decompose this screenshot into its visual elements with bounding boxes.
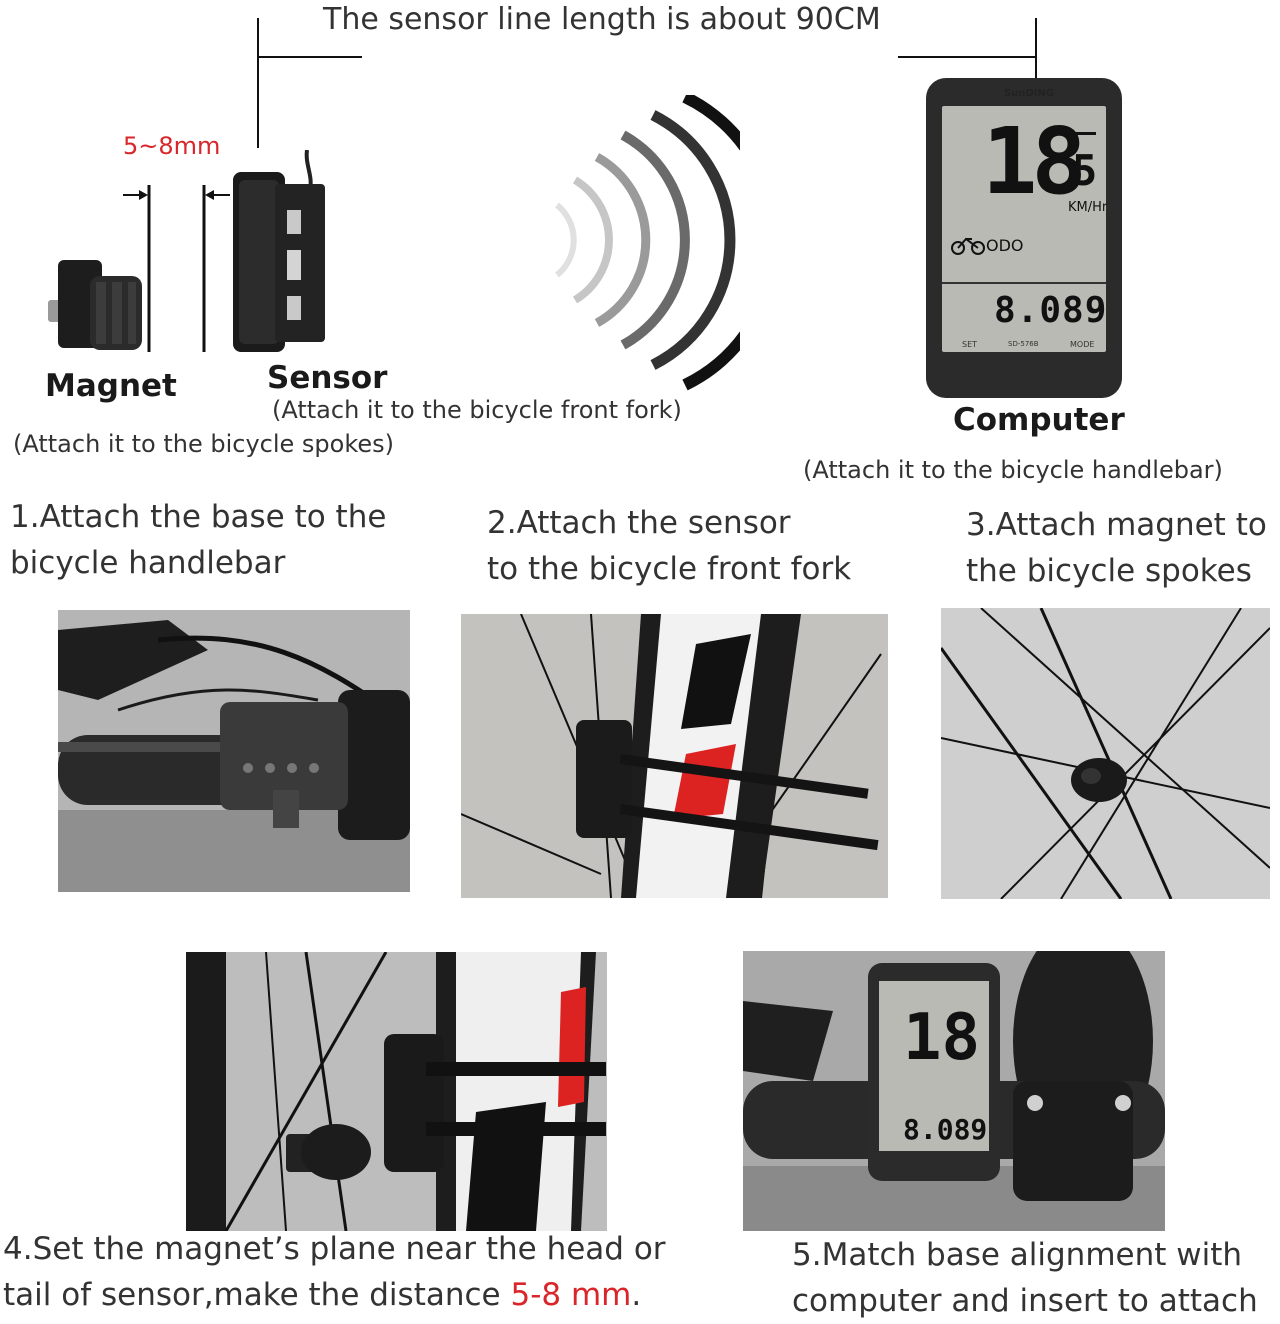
step-3-line-1: 3.Attach magnet to [966, 507, 1267, 543]
sensor-note: (Attach it to the bicycle front fork) [272, 396, 682, 424]
set-button-label: SET [962, 340, 978, 349]
odometer-digits: 8.089 [994, 290, 1108, 331]
lcd-screen: 18 5 KM/Hr ODO 8.089 SET SD-576B MODE [942, 106, 1108, 352]
step-4-photo [186, 952, 607, 1231]
step-4-line-1: 4.Set the magnet’s plane near the head o… [3, 1231, 666, 1267]
sensor-label: Sensor [267, 360, 388, 396]
magnet-image [48, 260, 142, 350]
step-2-photo [461, 614, 888, 898]
mode-readout: ODO [986, 236, 1024, 255]
step-1-line-1: 1.Attach the base to the [10, 499, 387, 535]
step-5-line-2: computer and insert to attach [792, 1283, 1258, 1319]
step-4-line-2-end: . [631, 1277, 642, 1313]
speed-dash [1068, 132, 1096, 135]
lcd-divider [942, 282, 1106, 284]
magnet-note: (Attach it to the bicycle spokes) [13, 430, 395, 458]
length-dimension-lines [123, 18, 1037, 352]
magnet-label: Magnet [45, 368, 177, 404]
computer-note: (Attach it to the bicycle handlebar) [803, 456, 1223, 484]
fork-sensor-illustration [461, 614, 888, 898]
step-5-photo: 18 8.089 [743, 951, 1165, 1231]
computer-mounted-illustration: 18 8.089 [743, 951, 1165, 1231]
step-5-caption: 5.Match base alignment with computer and… [792, 1232, 1258, 1324]
bike-icon [951, 237, 985, 255]
step-1-line-2: bicycle handlebar [10, 545, 286, 581]
step-2-line-2: to the bicycle front fork [487, 551, 852, 587]
step-3-photo [941, 608, 1270, 899]
magnet-sensor-distance-illustration [186, 952, 607, 1231]
device-brand: SunDING [1004, 88, 1055, 99]
step-4-caption: 4.Set the magnet’s plane near the head o… [3, 1226, 666, 1318]
step-4-distance-highlight: 5-8 mm [510, 1277, 632, 1313]
sensor-image [233, 150, 325, 352]
step-5-line-1: 5.Match base alignment with [792, 1237, 1243, 1273]
step-3-caption: 3.Attach magnet to the bicycle spokes [966, 502, 1267, 594]
step-1-caption: 1.Attach the base to the bicycle handleb… [10, 494, 386, 586]
step-2-caption: 2.Attach the sensor to the bicycle front… [487, 500, 851, 592]
step-4-line-2: tail of sensor,make the distance 5-8 mm. [3, 1272, 666, 1318]
step-3-line-2: the bicycle spokes [966, 553, 1252, 589]
wireless-signal-icon [555, 95, 740, 391]
step-1-photo [58, 610, 410, 892]
computer-label: Computer [953, 402, 1125, 438]
step-2-line-1: 2.Attach the sensor [487, 505, 791, 541]
mode-button-label: MODE [1070, 340, 1095, 349]
speed-main-digits: 18 [982, 108, 1087, 215]
speed-decimal-digit: 5 [1072, 146, 1098, 195]
svg-text:18: 18 [903, 1001, 980, 1075]
spoke-magnet-illustration [941, 608, 1270, 899]
svg-text:8.089: 8.089 [903, 1113, 987, 1146]
speed-unit: KM/Hr [1068, 200, 1108, 215]
bike-computer-device: SunDING 18 5 KM/Hr ODO 8.089 SET SD-576B… [926, 78, 1122, 398]
gap-distance-label: 5~8mm [123, 132, 221, 160]
sensor-line-length-text: The sensor line length is about 90CM [323, 2, 881, 37]
model-label: SD-576B [1008, 340, 1039, 348]
step-4-line-2-text: tail of sensor,make the distance [3, 1277, 511, 1313]
handlebar-base-illustration [58, 610, 410, 892]
